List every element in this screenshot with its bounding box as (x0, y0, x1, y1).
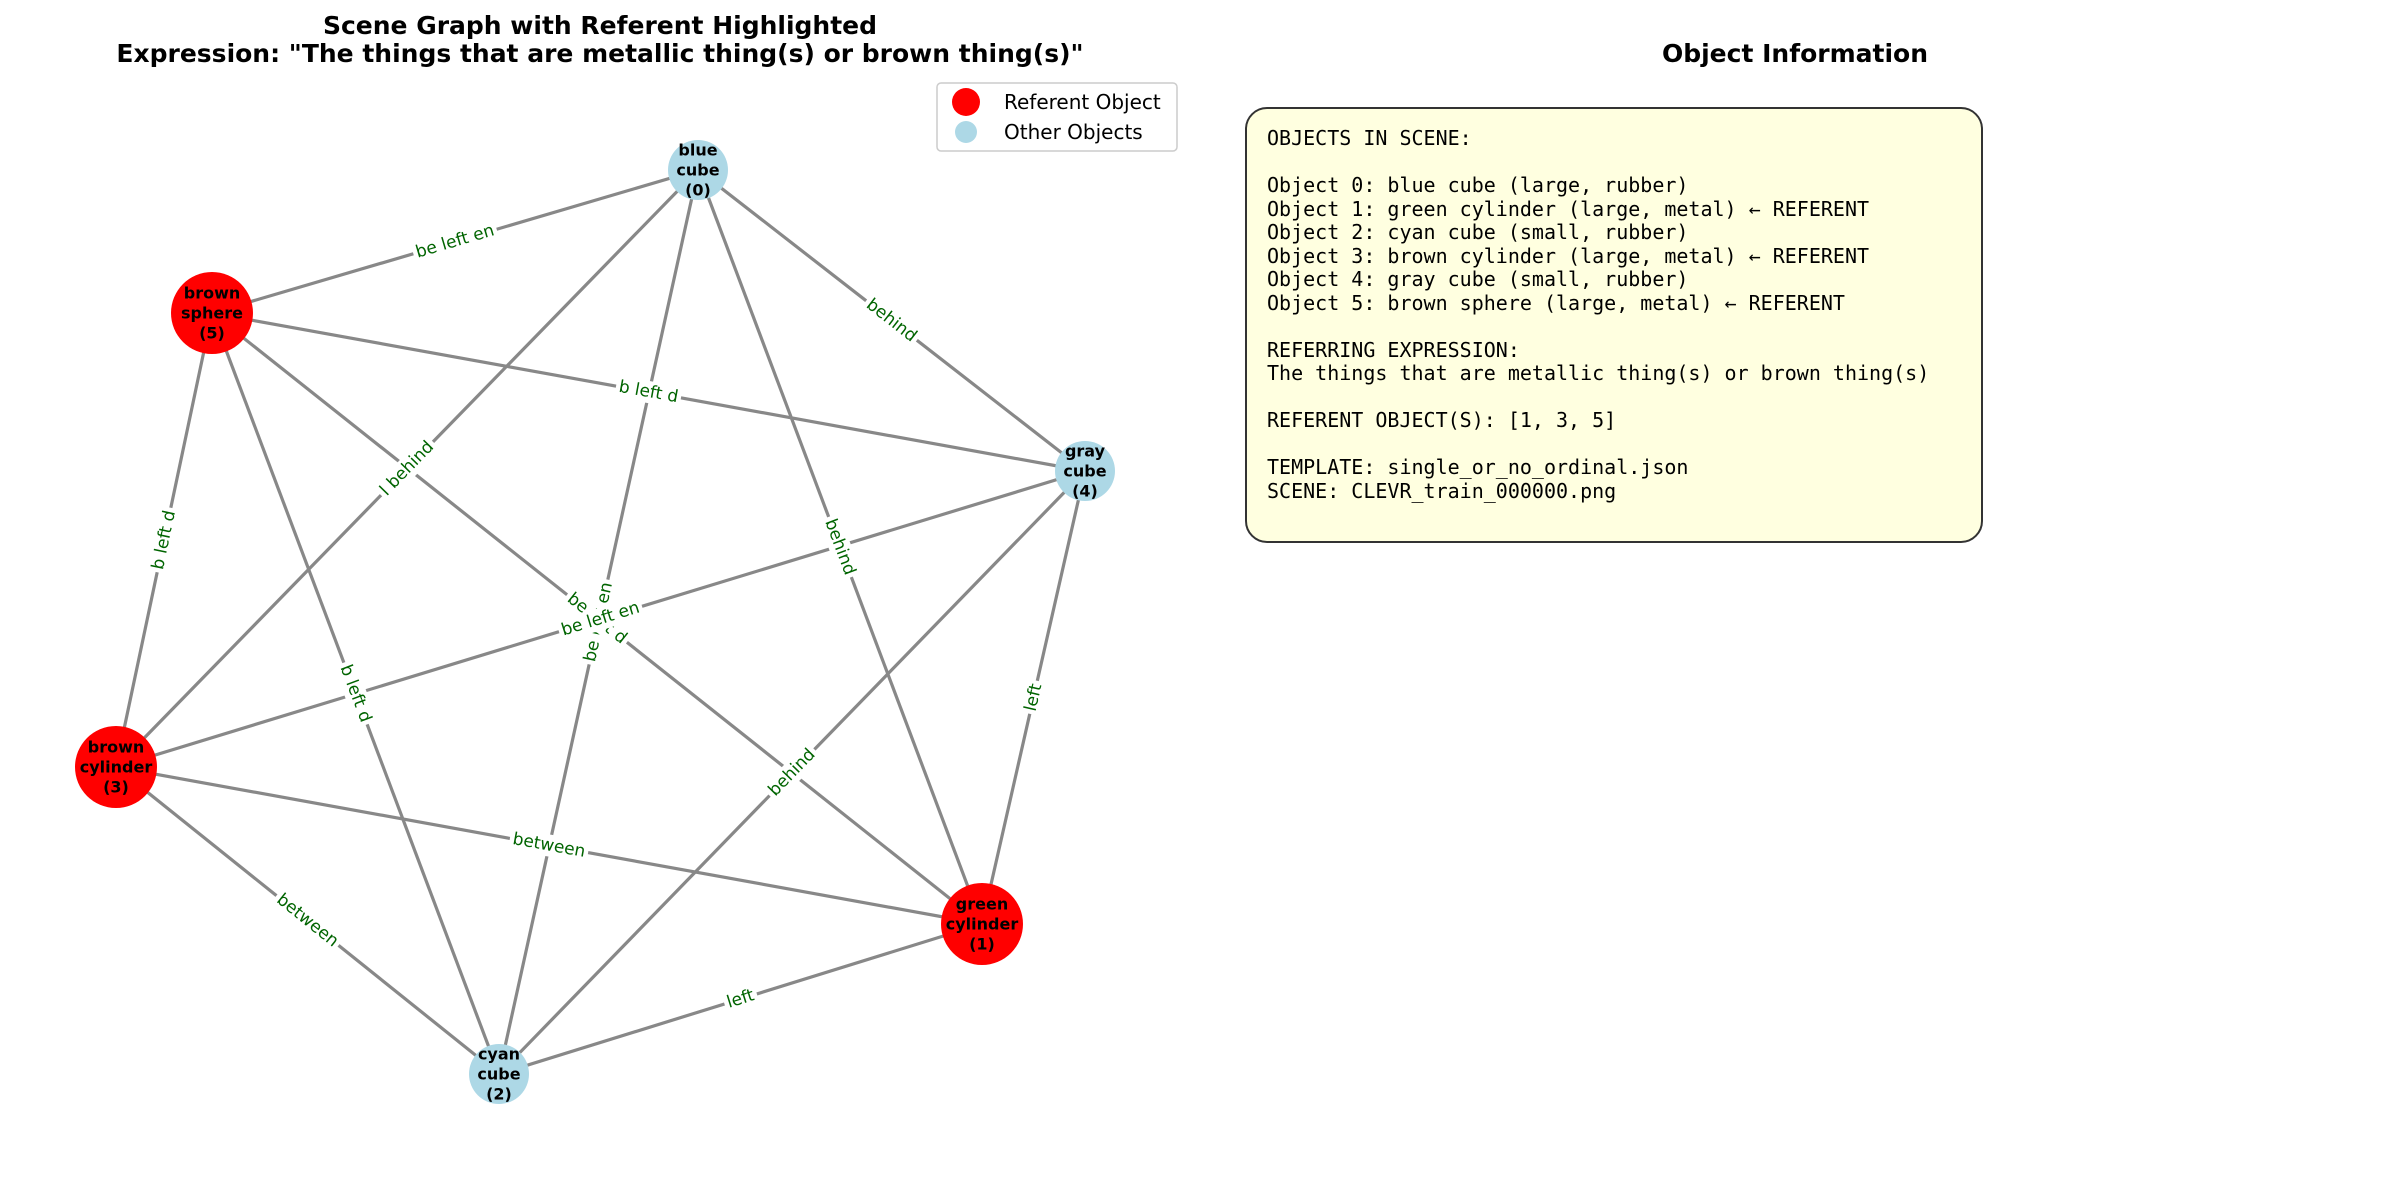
edge-label-group-4-1: left (1019, 678, 1049, 717)
info-line: Object 4: gray cube (small, rubber) (1267, 267, 1689, 291)
node-label-line: (3) (103, 778, 129, 797)
info-line (1267, 151, 1961, 175)
node-label-line: (5) (199, 324, 225, 343)
info-line: TEMPLATE: single_or_no_ordinal.json (1267, 455, 1689, 479)
edge-label-group-3-2: between (269, 887, 346, 954)
node-label-line: cyan (478, 1045, 520, 1064)
object-information-panel: OBJECTS IN SCENE: Object 0: blue cube (la… (1245, 107, 1983, 543)
node-label-line: green (956, 895, 1008, 914)
info-line: SCENE: CLEVR_train_000000.png (1267, 478, 1617, 503)
legend-other-label: Other Objects (1004, 120, 1143, 144)
node-label-line: cylinder (946, 915, 1019, 934)
info-line: REFERENT OBJECT(S): [1, 3, 5] (1267, 408, 1617, 432)
info-line: REFERRING EXPRESSION: (1267, 337, 1520, 362)
graph-title: Scene Graph with Referent Highlighted (323, 11, 877, 40)
edge-label-background (507, 827, 591, 864)
info-line: OBJECTS IN SCENE: (1267, 126, 1472, 150)
info-title: Object Information (1662, 39, 1928, 68)
legend-referent-marker (952, 88, 980, 116)
info-line (1267, 433, 1961, 457)
edge-label-background (818, 513, 862, 581)
info-line: Object 0: blue cube (large, rubber) (1267, 173, 1689, 197)
edge-label-group-0-1: behind (818, 513, 862, 581)
node-label-line: cube (477, 1065, 520, 1084)
edge-label-background (333, 658, 378, 729)
node-label-line: (2) (486, 1085, 512, 1104)
edge-label: l behind (376, 437, 438, 500)
legend: Referent Object Other Objects (936, 82, 1178, 152)
node-label-line: cube (676, 161, 719, 180)
info-line: The things that are metallic thing(s) or… (1267, 361, 1930, 385)
referent-node-circle (171, 272, 253, 354)
edge-label-group-4-2: behind (761, 741, 823, 804)
referent-node-circle (75, 726, 157, 808)
edge-label-group-2-1: left (721, 983, 761, 1015)
edge-label-background (721, 983, 761, 1015)
node-label-line: (4) (1072, 482, 1098, 501)
edge-label-background (1019, 678, 1049, 717)
node-label-line: gray (1065, 442, 1106, 461)
edge-label-background (761, 741, 823, 804)
edge-label: behind (862, 295, 920, 347)
edge-label-group-0-4: behind (859, 292, 924, 349)
edge-label: be left en (413, 220, 496, 262)
referent-node-circle (941, 883, 1023, 965)
node-label-line: brown (184, 284, 241, 303)
edge-label-group-5-3: b left d (146, 505, 182, 575)
edge-label: b left d (336, 662, 376, 725)
edge-label: between (273, 890, 343, 952)
info-line: Object 2: cyan cube (small, rubber) (1267, 220, 1689, 244)
edge-label: behind (820, 516, 859, 578)
edge-label: between (511, 829, 587, 862)
info-line: Object 5: brown sphere (large, metal) ← … (1267, 290, 1845, 315)
node-label-line: (1) (969, 935, 995, 954)
edge-label-group-3-1: between (507, 827, 591, 864)
edge-label-group-5-2: b left d (333, 658, 378, 729)
edge-label-background (146, 505, 182, 575)
edge-label-group-3-0: l behind (373, 434, 441, 503)
edge-label-group-5-4: b left d (614, 375, 683, 409)
edge-label-background (373, 434, 441, 503)
info-line: Object 3: brown cylinder (large, metal) … (1267, 243, 1870, 268)
edge-label: behind (765, 745, 820, 801)
edge-label-background (555, 595, 646, 643)
legend-referent-label: Referent Object (1004, 90, 1161, 114)
edge-label-background (614, 375, 683, 409)
node-label-line: cylinder (80, 758, 153, 777)
other-node-circle (668, 140, 728, 200)
info-line: Object 1: green cylinder (large, metal) … (1267, 196, 1870, 221)
nodes-layer: bluecube(0)greencylinder(1)cyancube(2)br… (75, 140, 1115, 1104)
node-label-line: cube (1063, 462, 1106, 481)
legend-frame (936, 82, 1178, 152)
edge-label-group-5-0: be left en (410, 218, 500, 265)
other-node-circle (469, 1044, 529, 1104)
node-label-line: brown (88, 738, 145, 757)
node-label-line: (0) (685, 181, 711, 200)
edge-label-background (410, 218, 500, 265)
edge-label-background (859, 292, 924, 349)
legend-other-marker (955, 121, 977, 143)
node-label-line: sphere (181, 304, 243, 323)
edge-label-background (269, 887, 346, 954)
info-line (1267, 315, 1961, 339)
edge-labels-layer: be left en behind b left d l behind b left d… (146, 218, 1049, 1015)
info-line (1267, 386, 1961, 410)
node-label-line: blue (678, 141, 717, 160)
edge-label: left (1021, 682, 1047, 714)
other-node-circle (1055, 441, 1115, 501)
graph-expression: Expression: "The things that are metalli… (116, 39, 1083, 68)
